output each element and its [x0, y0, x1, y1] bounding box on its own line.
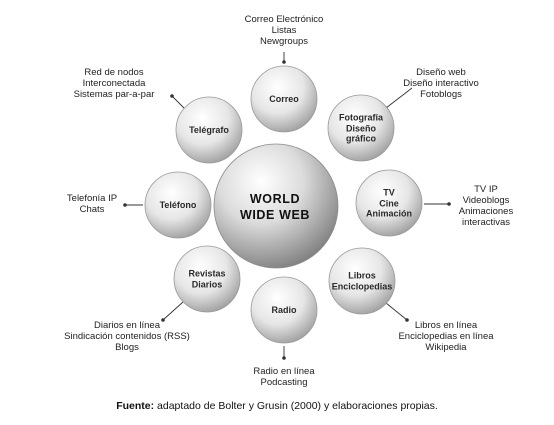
items-libros: Libros en línea Enciclopedias en línea W…	[398, 320, 493, 353]
item-text: Red de nodos	[84, 67, 144, 78]
connector-revistas	[162, 301, 184, 321]
node-label-line: Enciclopedias	[331, 281, 393, 291]
node-label-line: Telégrafo	[189, 124, 229, 135]
item-text: Blogs	[115, 342, 139, 353]
item-text: Correo Electrónico	[244, 14, 324, 25]
items-revistas: Diarios en línea Sindicación contenidos …	[64, 320, 190, 353]
node-label-correo: Correo	[269, 94, 299, 105]
item-text: Sindicación contenidos (RSS)	[64, 331, 190, 342]
connector-dot-tv	[447, 202, 451, 206]
item-text: Interconectada	[82, 78, 146, 89]
item-text: Wikipedia	[425, 342, 467, 353]
item-text: Radio en línea	[253, 366, 315, 377]
item-text: Enciclopedias en línea	[398, 331, 494, 342]
node-circle-revistas	[173, 245, 241, 313]
connector-dot-libros	[405, 318, 409, 322]
item-text: Podcasting	[260, 377, 308, 388]
node-label-line: Radio	[271, 304, 297, 315]
item-text: Sistemas par-a-par	[73, 89, 155, 100]
items-fotografia: Diseño web Diseño interactivo Fotoblogs	[403, 67, 479, 100]
items-tv: TV IP Videoblogs Animaciones interactiva…	[459, 184, 513, 228]
node-label-line: Correo	[269, 93, 299, 104]
items-radio: Radio en línea Podcasting	[253, 366, 314, 388]
caption-bold: Fuente:	[116, 400, 155, 412]
item-text: Newgroups	[259, 36, 309, 47]
node-label-line: Fotografía	[339, 112, 383, 123]
item-text: Diseño web	[416, 67, 466, 78]
node-label-line: Cine	[379, 197, 399, 208]
node-label-line: Animación	[365, 208, 413, 219]
source-caption: Fuente: adaptado de Bolter y Grusin (200…	[0, 400, 554, 412]
connector-dot-revistas	[161, 318, 165, 322]
item-text: Diarios en línea	[93, 320, 160, 331]
node-label-telefono: Teléfono	[160, 200, 197, 211]
node-circle-libros	[328, 247, 396, 315]
item-text: Animaciones	[458, 206, 514, 217]
node-label-line: Libros	[348, 270, 376, 281]
item-text: Chats	[79, 204, 105, 215]
item-text: Libros en línea	[414, 320, 478, 331]
node-circle-telefono	[144, 171, 212, 239]
node-circle-tv	[355, 169, 423, 237]
connector-libros	[385, 302, 408, 321]
connector-fotografia	[385, 87, 413, 109]
item-text: Videoblogs	[462, 195, 510, 206]
node-label-line: Diseño	[345, 122, 376, 133]
item-text: TV IP	[474, 184, 498, 195]
items-telefono: Telefonía IP Chats	[67, 193, 117, 215]
node-label-line: Diarios	[191, 279, 223, 289]
node-circle-correo	[250, 65, 318, 133]
item-text: Fotoblogs	[420, 89, 462, 100]
item-text: interactivas	[461, 217, 511, 228]
node-circle-telegrafo	[175, 96, 243, 164]
node-label-libros: Libros Enciclopedias	[332, 271, 393, 292]
node-label-fotografia: Fotografía Diseño gráfico	[339, 112, 383, 144]
item-text: Diseño interactivo	[403, 78, 479, 89]
connector-dot-radio	[282, 356, 286, 360]
connector-telegrafo	[171, 95, 185, 109]
connector-dot-telegrafo	[170, 94, 174, 98]
center-label-line: WORLD	[249, 192, 301, 206]
node-label-line: gráfico	[345, 133, 376, 144]
node-label-line: Teléfono	[159, 199, 197, 210]
item-text: Telefonía IP	[66, 193, 118, 204]
caption-text: adaptado de Bolter y Grusin (2000) y ela…	[154, 400, 438, 412]
item-text: Listas	[271, 25, 297, 36]
items-correo: Correo Electrónico Listas Newgroups	[245, 14, 324, 47]
center-label: WORLD WIDE WEB	[240, 191, 310, 223]
node-label-line: TV	[383, 187, 395, 198]
items-telegrafo: Red de nodos Interconectada Sistemas par…	[74, 67, 155, 100]
media-remediation-diagram	[123, 52, 451, 360]
connector-dot-correo	[282, 60, 286, 64]
node-label-line: Revistas	[188, 268, 226, 279]
center-circle	[213, 143, 339, 269]
center-label-line: WIDE WEB	[239, 208, 311, 222]
node-label-radio: Radio	[271, 305, 296, 316]
connector-dot-telefono	[123, 203, 127, 207]
node-circle-radio	[250, 276, 318, 344]
node-label-revistas: Revistas Diarios	[188, 269, 225, 290]
node-circles	[144, 65, 423, 344]
node-label-tv: TV Cine Animación	[366, 187, 412, 219]
node-circle-fotografia	[327, 94, 395, 162]
node-label-telegrafo: Telégrafo	[189, 125, 229, 136]
